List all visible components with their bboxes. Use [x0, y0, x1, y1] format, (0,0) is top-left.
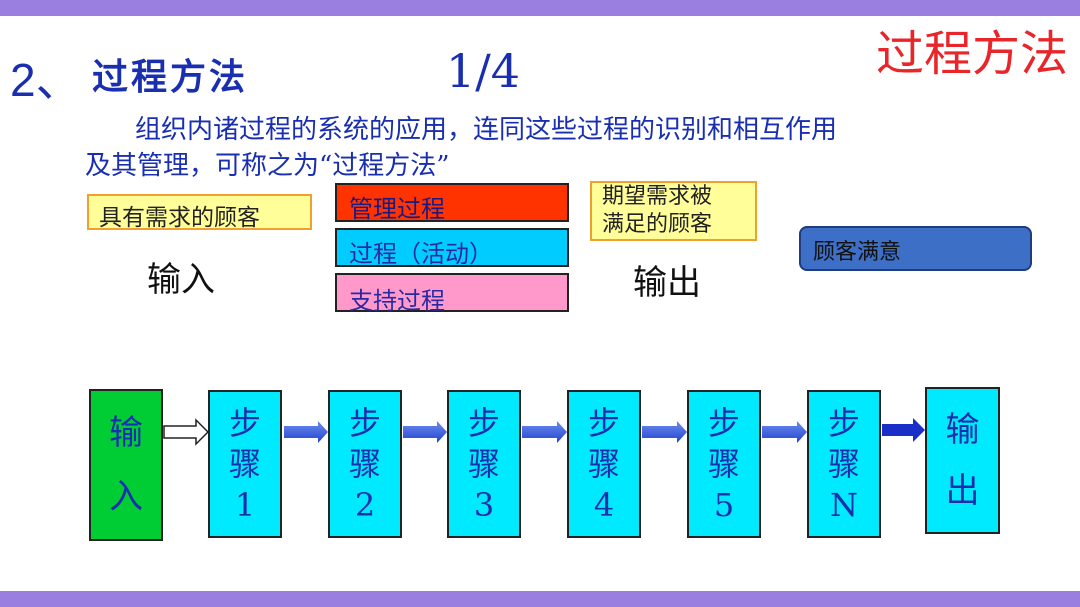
- flow-output-char: 出: [945, 471, 980, 512]
- step-char: 步: [348, 403, 381, 442]
- step-char: 骤: [467, 444, 500, 483]
- activity-process-box: 过程（活动）: [335, 228, 569, 268]
- flow-input-box: 输 入: [89, 389, 163, 541]
- step-char: 3: [473, 486, 495, 525]
- corner-title: 过程方法: [875, 26, 1068, 82]
- output-label: 输出: [633, 263, 701, 303]
- step-char: 步: [228, 403, 261, 442]
- flow-step-1: 步 骤 1: [208, 390, 282, 538]
- step-char: 骤: [827, 444, 860, 483]
- management-process-box: 管理过程: [335, 183, 569, 223]
- input-label: 输入: [147, 260, 215, 300]
- flow-input-char: 输: [109, 413, 143, 453]
- step-char: 步: [587, 403, 620, 442]
- flow-output-box: 输 出: [925, 387, 1000, 534]
- arrow-right-icon: [762, 421, 807, 443]
- flow-step-2: 步 骤 2: [328, 390, 402, 538]
- step-char: 2: [354, 486, 376, 525]
- flow-step-n: 步 骤 N: [807, 390, 881, 538]
- arrow-right-icon: [284, 421, 328, 443]
- heading-number: 2、: [10, 54, 82, 106]
- step-char: 骤: [707, 444, 740, 483]
- step-char: 骤: [587, 444, 620, 483]
- flow-step-3: 步 骤 3: [447, 390, 521, 538]
- flow-output-char: 输: [945, 409, 980, 450]
- customer-satisfaction-box: 顾客满意: [799, 226, 1032, 271]
- step-char: 4: [593, 486, 615, 525]
- arrow-right-icon: [522, 421, 567, 443]
- step-char: 步: [827, 403, 860, 442]
- arrow-right-icon: [642, 421, 687, 443]
- top-band: [0, 0, 1080, 16]
- step-char: 骤: [228, 444, 261, 483]
- customer-needs-box: 具有需求的顾客: [87, 194, 312, 231]
- hollow-arrow-icon: [163, 418, 210, 446]
- intro-line-2: 及其管理，可称之为“过程方法”: [85, 151, 450, 181]
- step-char: 骤: [348, 444, 381, 483]
- flow-step-5: 步 骤 5: [687, 390, 761, 538]
- intro-text: 组织内诸过程的系统的应用，连同这些过程的识别和相互作用 及其管理，可称之为“过程…: [85, 112, 965, 184]
- expected-customer-line-2: 满足的顾客: [602, 212, 713, 237]
- flow-step-4: 步 骤 4: [567, 390, 641, 538]
- bottom-band: [0, 591, 1080, 607]
- step-char: 5: [713, 486, 735, 525]
- step-char: N: [830, 486, 858, 525]
- step-char: 步: [467, 403, 500, 442]
- heading-title: 过程方法: [92, 57, 249, 98]
- expected-customer-box: 期望需求被 满足的顾客: [590, 181, 757, 241]
- expected-customer-line-1: 期望需求被: [602, 184, 713, 209]
- arrow-right-icon: [403, 421, 447, 443]
- flow-input-char: 入: [109, 477, 143, 517]
- intro-line-1: 组织内诸过程的系统的应用，连同这些过程的识别和相互作用: [135, 115, 838, 145]
- step-char: 步: [707, 403, 740, 442]
- support-process-box: 支持过程: [335, 273, 569, 315]
- arrow-right-icon: [882, 418, 925, 442]
- step-char: 1: [234, 486, 256, 525]
- page-number: 1/4: [446, 44, 521, 98]
